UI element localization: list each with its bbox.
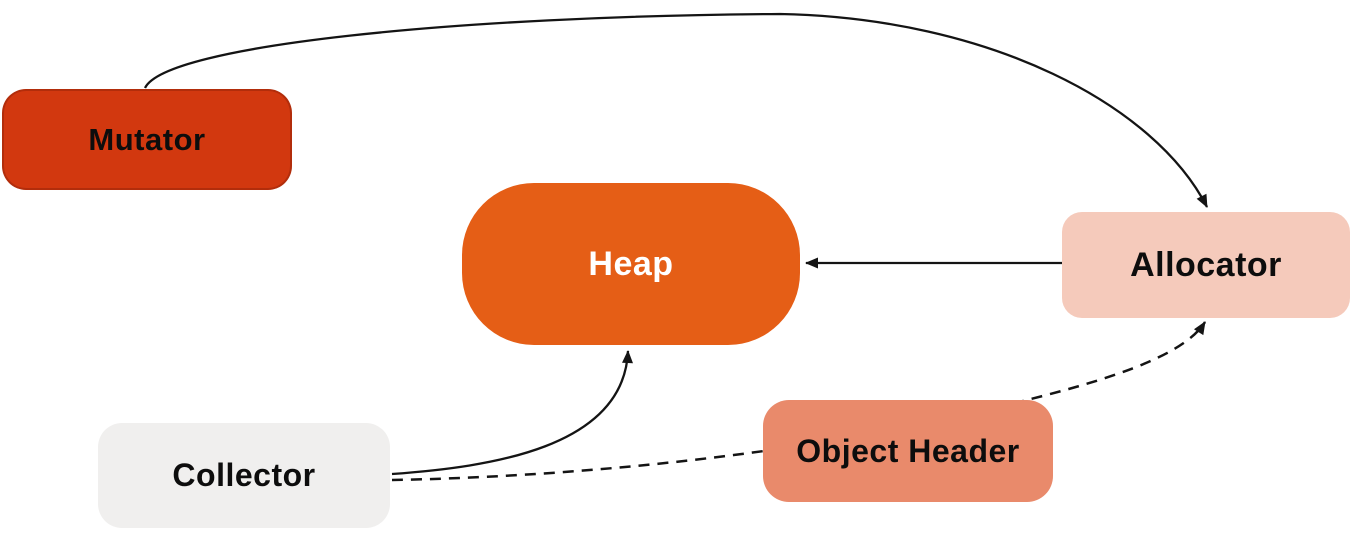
- node-allocator-label: Allocator: [1130, 245, 1282, 284]
- node-object-header: Object Header: [763, 400, 1053, 502]
- node-heap: Heap: [462, 183, 800, 345]
- node-heap-label: Heap: [588, 244, 674, 283]
- node-object-header-label: Object Header: [796, 432, 1020, 469]
- edge-mutator-to-allocator: [143, 12, 1209, 208]
- node-allocator: Allocator: [1062, 212, 1350, 318]
- node-collector: Collector: [98, 423, 390, 528]
- node-mutator: Mutator: [2, 89, 292, 190]
- node-mutator-label: Mutator: [88, 121, 206, 157]
- edge-collector-to-heap: [391, 350, 633, 476]
- node-collector-label: Collector: [172, 457, 316, 493]
